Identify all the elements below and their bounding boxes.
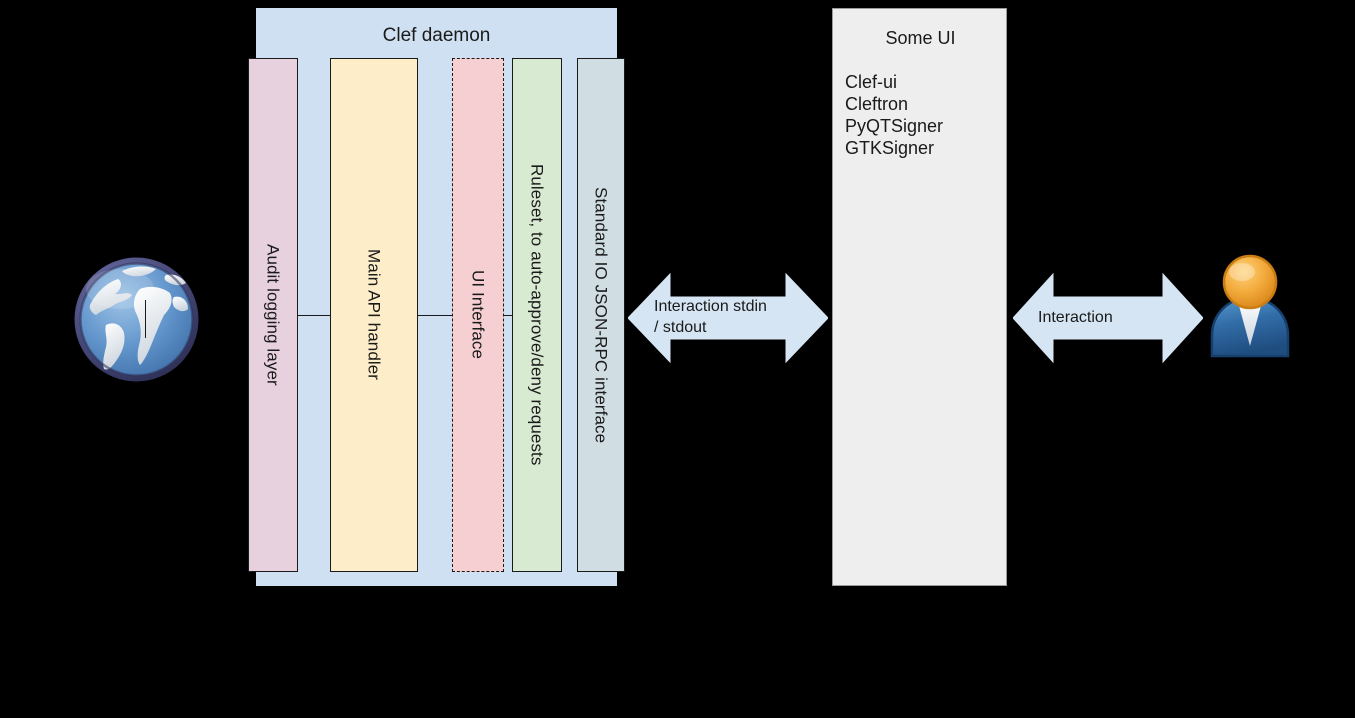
some-ui-title: Some UI xyxy=(885,28,956,48)
arrow-interaction-stdin-stdout xyxy=(628,268,828,368)
box-standard-io-json-rpc-interface[interactable]: Standard IO JSON-RPC interface xyxy=(577,58,625,572)
box-audit-label: Audit logging layer xyxy=(263,244,283,386)
arrow-stdio-label: Interaction stdin / stdout xyxy=(654,298,767,336)
globe-connector-stub xyxy=(145,300,146,338)
box-stdio-label: Standard IO JSON-RPC interface xyxy=(591,186,611,444)
list-item[interactable]: Cleftron xyxy=(845,94,909,114)
list-item[interactable]: Clef-ui xyxy=(845,72,898,92)
some-ui-panel: Some UI Clef-ui Cleftron PyQTSigner GTKS… xyxy=(832,8,1007,586)
box-ui-label: UI Interface xyxy=(468,270,488,360)
some-ui-list: Clef-ui Cleftron PyQTSigner GTKSigner xyxy=(845,71,1005,159)
clef-daemon-container: Clef daemon xyxy=(256,8,617,586)
box-main-api-handler[interactable]: Main API handler xyxy=(330,58,418,572)
connector-api-to-ui xyxy=(417,315,453,316)
list-item[interactable]: PyQTSigner xyxy=(845,116,944,136)
arrow-user-label: Interaction xyxy=(1038,309,1113,326)
clef-daemon-title: Clef daemon xyxy=(382,25,491,46)
connector-ui-to-ruleset xyxy=(503,315,513,316)
box-ruleset[interactable]: Ruleset, to auto-approve/deny requests xyxy=(512,58,562,572)
box-ruleset-label: Ruleset, to auto-approve/deny requests xyxy=(527,164,547,466)
connector-audit-to-api xyxy=(298,315,331,316)
box-audit-logging-layer[interactable]: Audit logging layer xyxy=(248,58,298,572)
box-ui-interface[interactable]: UI Interface xyxy=(452,58,504,572)
box-api-label: Main API handler xyxy=(364,249,384,381)
user-icon xyxy=(1204,252,1296,362)
globe-icon xyxy=(70,253,203,386)
list-item[interactable]: GTKSigner xyxy=(845,138,935,158)
arrow-interaction-user xyxy=(1013,268,1203,368)
